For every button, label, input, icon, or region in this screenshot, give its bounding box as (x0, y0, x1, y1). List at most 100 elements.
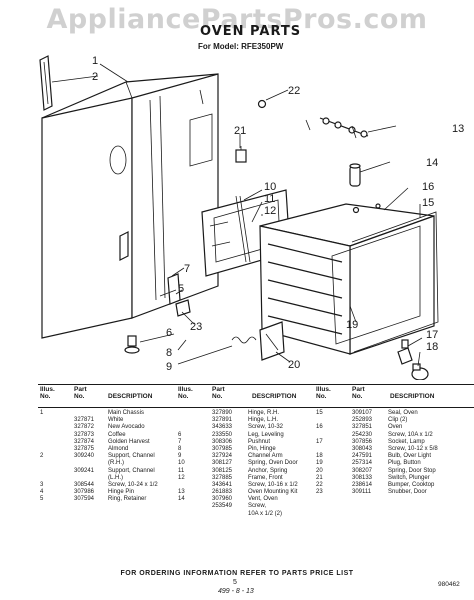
illus-no: 12 (178, 474, 185, 481)
part-desc: Screw, 10-12 x 5/8 (388, 445, 438, 452)
illus-no: 22 (316, 481, 323, 488)
channel-support (39, 55, 53, 111)
part-no: 261883 (212, 489, 233, 496)
table-row: 10A x 1/2 (2) (178, 511, 314, 518)
hdr-desc-1: DESCRIPTION (108, 393, 153, 400)
part-desc: Hinge, L.H. (248, 417, 279, 424)
part-desc: Anchor, Spring (248, 467, 288, 474)
chassis-left-panel (41, 97, 133, 339)
callout-21: 21 (234, 125, 246, 137)
part-desc: Channel Arm (248, 453, 283, 460)
hdr-part-2: Part No. (212, 386, 225, 400)
part-desc: Screw, 10A x 1/2 (388, 431, 433, 438)
part-no: 327872 (74, 424, 95, 431)
plunger-switch (235, 146, 247, 163)
callout-9: 9 (166, 361, 172, 373)
illus-no: 3 (40, 481, 44, 488)
chassis-slot (199, 89, 204, 105)
oven-cavity (259, 203, 435, 355)
part-desc: Golden Harvest (108, 438, 150, 445)
table-row: 11 308125 Anchor, Spring (178, 468, 314, 475)
part-no: 327851 (352, 424, 373, 431)
page-title: OVEN PARTS (200, 24, 302, 39)
table-row: (R.H.) (40, 460, 170, 467)
table-row: 20 308207 Spring, Door Stop (316, 468, 466, 475)
part-desc: Main Chassis (108, 410, 145, 416)
part-no: 308207 (352, 467, 373, 474)
table-row: 1 Main Chassis (40, 410, 170, 417)
illus-no: 21 (316, 474, 323, 481)
part-desc: Snubber, Door (388, 489, 427, 496)
part-desc: Clip (2) (388, 417, 408, 424)
part-no: 343633 (212, 424, 233, 431)
table-row: 3 308544 Screw, 10-24 x 1/2 (40, 482, 170, 489)
illus-no: 11 (178, 467, 185, 474)
part-no: 327874 (74, 438, 95, 445)
callout-2: 2 (92, 71, 98, 83)
part-no: 233550 (212, 431, 233, 438)
part-no: 308544 (74, 481, 95, 488)
table-top-rule (38, 384, 474, 385)
part-no: 308306 (212, 438, 233, 445)
part-no: 309107 (352, 410, 373, 416)
illus-no: 1 (40, 410, 44, 416)
chassis-edge (125, 81, 133, 99)
callout-16: 16 (422, 181, 434, 193)
illus-no: 9 (178, 453, 182, 460)
table-headers: Illus. No. Part No. DESCRIPTION Illus. N… (0, 384, 474, 408)
lamp-socket (397, 339, 413, 365)
part-desc: Vent, Oven (248, 496, 278, 503)
page-number: 5 (233, 579, 237, 586)
illus-no: 13 (178, 489, 185, 496)
parts-diagram: 1 2 22 13 21 14 16 15 10 11 12 7 5 6 23 … (39, 55, 464, 380)
part-desc: Support, Channel (108, 467, 155, 474)
part-desc: Bumper, Cooktop (388, 481, 435, 488)
part-desc: Plug, Button (388, 460, 421, 467)
part-desc: Screw, 10-32 (248, 424, 284, 431)
part-desc: Frame, Front (248, 474, 283, 481)
part-desc: Spring, Oven Door (248, 460, 298, 467)
part-desc: Oven Mounting Kit (248, 489, 298, 496)
part-no: 309240 (74, 453, 95, 460)
part-no: 257314 (352, 460, 373, 467)
part-desc: Screw, 10-24 x 1/2 (108, 481, 158, 488)
hdr-illus-2: Illus. No. (178, 386, 193, 400)
callout-6: 6 (166, 327, 172, 339)
door-spring (235, 195, 251, 263)
table-row: (L.H.) (40, 475, 170, 482)
illus-no: 5 (40, 496, 44, 503)
part-desc: Spring, Door Stop (388, 467, 436, 474)
illus-no: 15 (316, 410, 323, 416)
part-no: 253549 (212, 503, 233, 510)
part-no: 307856 (352, 438, 373, 445)
callouts: 1 2 22 13 21 14 16 15 10 11 12 7 5 6 23 … (92, 55, 464, 373)
illus-no: 4 (40, 489, 44, 496)
hinge-assembly (159, 273, 191, 317)
callout-5: 5 (178, 283, 184, 295)
illus-no: 20 (316, 467, 323, 474)
hdr-part-3: Part No. (352, 386, 365, 400)
part-no: 327873 (74, 431, 95, 438)
callout-13: 13 (452, 123, 464, 135)
part-desc: Hinge Pin (108, 489, 135, 496)
document-code: 980462 (438, 581, 460, 588)
table-header-rule (38, 407, 474, 408)
part-no: 238614 (352, 481, 373, 488)
bumper-cooktop (257, 99, 267, 109)
part-desc: Switch, Plunger (388, 474, 430, 481)
callout-7: 7 (184, 263, 190, 275)
part-desc: (L.H.) (108, 474, 123, 481)
part-no: 308125 (212, 467, 233, 474)
main-chassis (41, 73, 219, 339)
part-no: 254230 (352, 431, 373, 438)
